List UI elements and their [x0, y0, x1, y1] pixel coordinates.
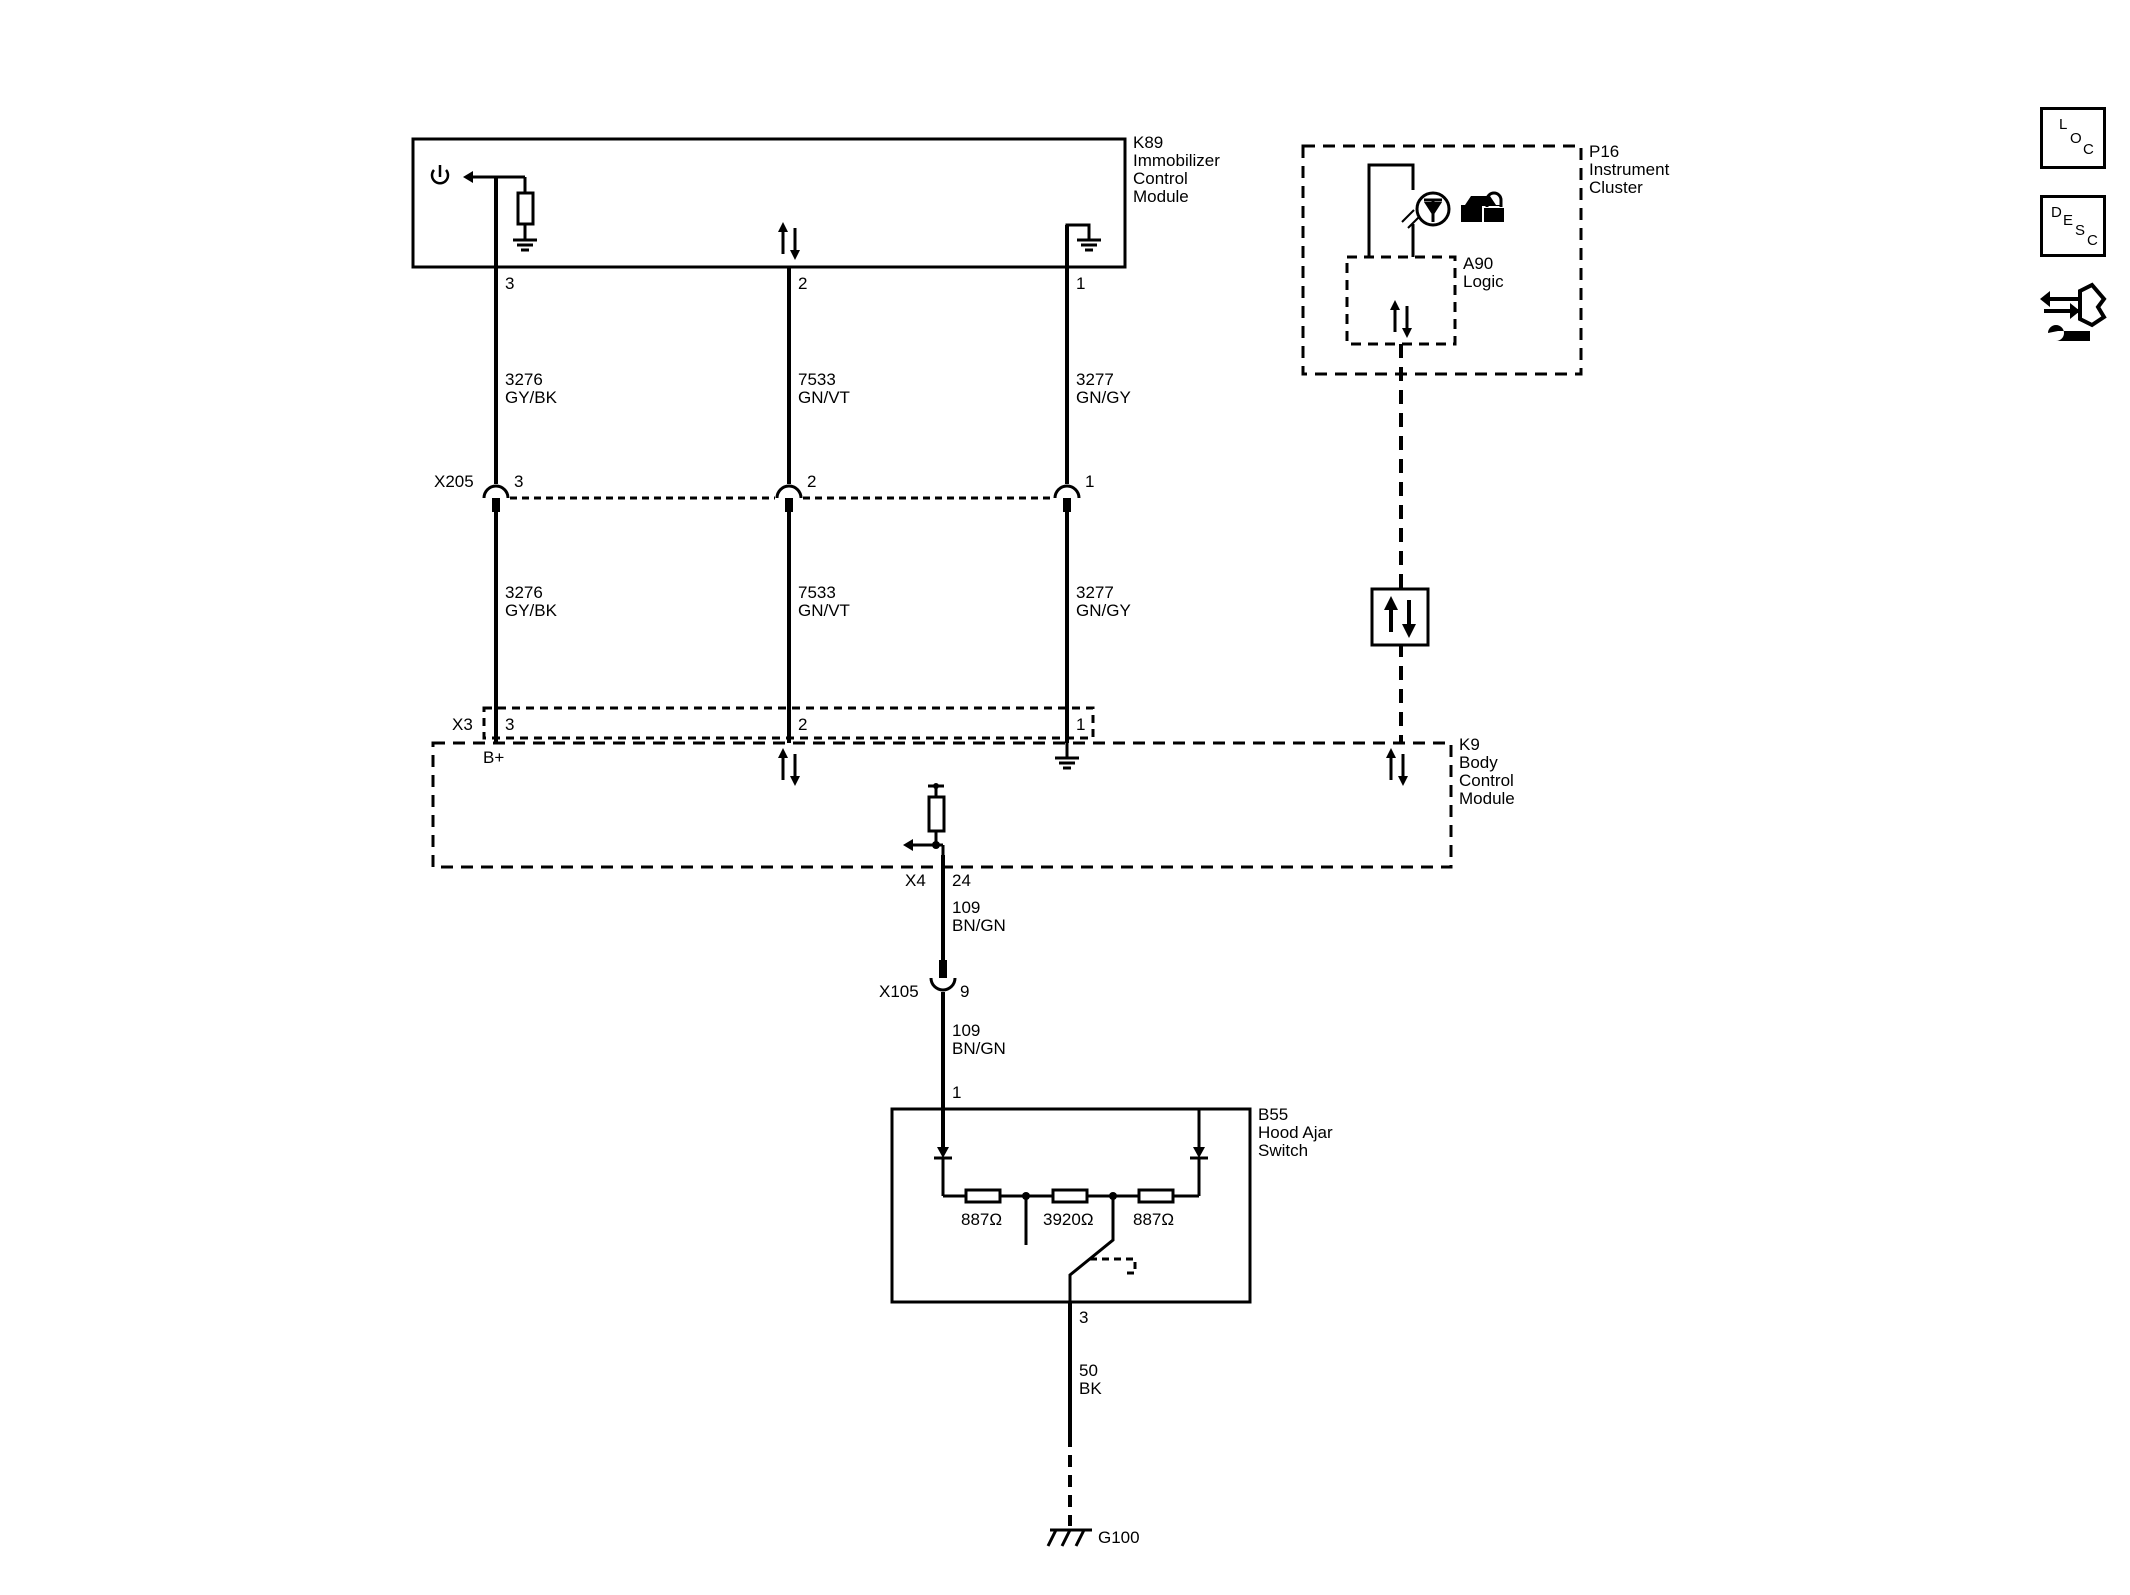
wire-7533-upper-color: GN/VT	[798, 388, 850, 407]
wire-109-upper-circuit: 109	[952, 898, 980, 917]
b55-resistor-3-value: 887Ω	[1133, 1210, 1174, 1229]
b55-id: B55	[1258, 1105, 1288, 1124]
x105-pin: 9	[960, 982, 969, 1001]
x3-id: X3	[452, 715, 473, 734]
wire-7533-lower-circuit: 7533	[798, 583, 836, 602]
k89-pin-1: 1	[1076, 274, 1085, 293]
p16-label-2: Cluster	[1589, 178, 1643, 197]
k89-label-2: Control	[1133, 169, 1188, 188]
wire-3276-upper-circuit: 3276	[505, 370, 543, 389]
wire-7533-lower-color: GN/VT	[798, 601, 850, 620]
b55-resistor-1	[964, 1188, 1002, 1204]
a90-bidirectional-arrows-icon	[1393, 306, 1409, 332]
b55-pin-1: 1	[952, 1083, 961, 1102]
k9-label-1: Body	[1459, 753, 1498, 772]
wire-50-color: BK	[1079, 1379, 1102, 1398]
b55-resistor-2-value: 3920Ω	[1043, 1210, 1094, 1229]
b55-resistor-3	[1137, 1188, 1175, 1204]
a90-label: Logic	[1463, 272, 1504, 291]
b55-pin-3: 3	[1079, 1308, 1088, 1327]
k89-pin-3: 3	[505, 274, 514, 293]
p16-label-1: Instrument	[1589, 160, 1670, 179]
wire-3276-upper-color: GY/BK	[505, 388, 558, 407]
k89-label-3: Module	[1133, 187, 1189, 206]
b55-label-2: Switch	[1258, 1141, 1308, 1160]
k9-id: K9	[1459, 735, 1480, 754]
wire-7533-upper-circuit: 7533	[798, 370, 836, 389]
k9-label-2: Control	[1459, 771, 1514, 790]
wire-3277-lower-circuit: 3277	[1076, 583, 1114, 602]
g100-id: G100	[1098, 1528, 1140, 1547]
x205-pin-1: 1	[1085, 472, 1094, 491]
a90-id: A90	[1463, 254, 1493, 273]
k9-pullup-resistor	[927, 795, 946, 833]
k9-label-3: Module	[1459, 789, 1515, 808]
wire-3277-upper-color: GN/GY	[1076, 388, 1131, 407]
serial-data-symbol	[1370, 587, 1430, 647]
wire-109-lower-color: BN/GN	[952, 1039, 1006, 1058]
p16-id: P16	[1589, 142, 1619, 161]
wire-3277-lower-color: GN/GY	[1076, 601, 1131, 620]
k9-bidirectional-arrows-icon	[781, 754, 797, 780]
wire-109-upper-color: BN/GN	[952, 916, 1006, 935]
k89-pin-2: 2	[798, 274, 807, 293]
wire-50-circuit: 50	[1079, 1361, 1098, 1380]
b55-label-1: Hood Ajar	[1258, 1123, 1333, 1142]
wire-3276-lower-color: GY/BK	[505, 601, 558, 620]
g100-chassis-ground-symbol	[1046, 1528, 1092, 1547]
p16-module-box	[1301, 144, 1583, 376]
k89-label-1: Immobilizer	[1133, 151, 1220, 170]
x205-id: X205	[434, 472, 474, 491]
power-icon	[430, 165, 450, 185]
k9-ground-symbol	[1055, 743, 1079, 770]
x205-pin-1-terminal	[1053, 484, 1081, 499]
wire-109-lower-circuit: 109	[952, 1021, 980, 1040]
k9-b-plus: B+	[483, 748, 504, 767]
k89-pullup-resistor	[516, 191, 535, 226]
x205-pin-3: 3	[514, 472, 523, 491]
b55-resistor-1-value: 887Ω	[961, 1210, 1002, 1229]
x4-id: X4	[905, 871, 926, 890]
wire-3277-upper-circuit: 3277	[1076, 370, 1114, 389]
x105-id: X105	[879, 982, 919, 1001]
x205-pin-2-terminal	[775, 484, 803, 499]
security-car-lock-icon	[1461, 191, 1506, 224]
k89-bidirectional-arrows-icon	[781, 228, 797, 254]
x4-pin: 24	[952, 871, 971, 890]
x3-pin-2: 2	[798, 715, 807, 734]
wire-3276-lower-circuit: 3276	[505, 583, 543, 602]
loc-button[interactable]: L O C	[2040, 107, 2106, 169]
k9-serial-data-arrows-icon	[1389, 754, 1405, 780]
connector-wrench-icon[interactable]	[2040, 277, 2108, 351]
b55-resistor-2	[1051, 1188, 1089, 1204]
x3-pin-1: 1	[1076, 715, 1085, 734]
k89-id: K89	[1133, 133, 1163, 152]
p16-indicator-led	[1415, 191, 1451, 227]
x205-pin-3-terminal	[482, 484, 510, 499]
x205-pin-2: 2	[807, 472, 816, 491]
a90-logic-box	[1345, 255, 1457, 346]
desc-button[interactable]: D E S C	[2040, 195, 2106, 257]
x105-terminal	[929, 977, 957, 992]
k89-module-box	[411, 137, 1127, 269]
x3-pin-3: 3	[505, 715, 514, 734]
